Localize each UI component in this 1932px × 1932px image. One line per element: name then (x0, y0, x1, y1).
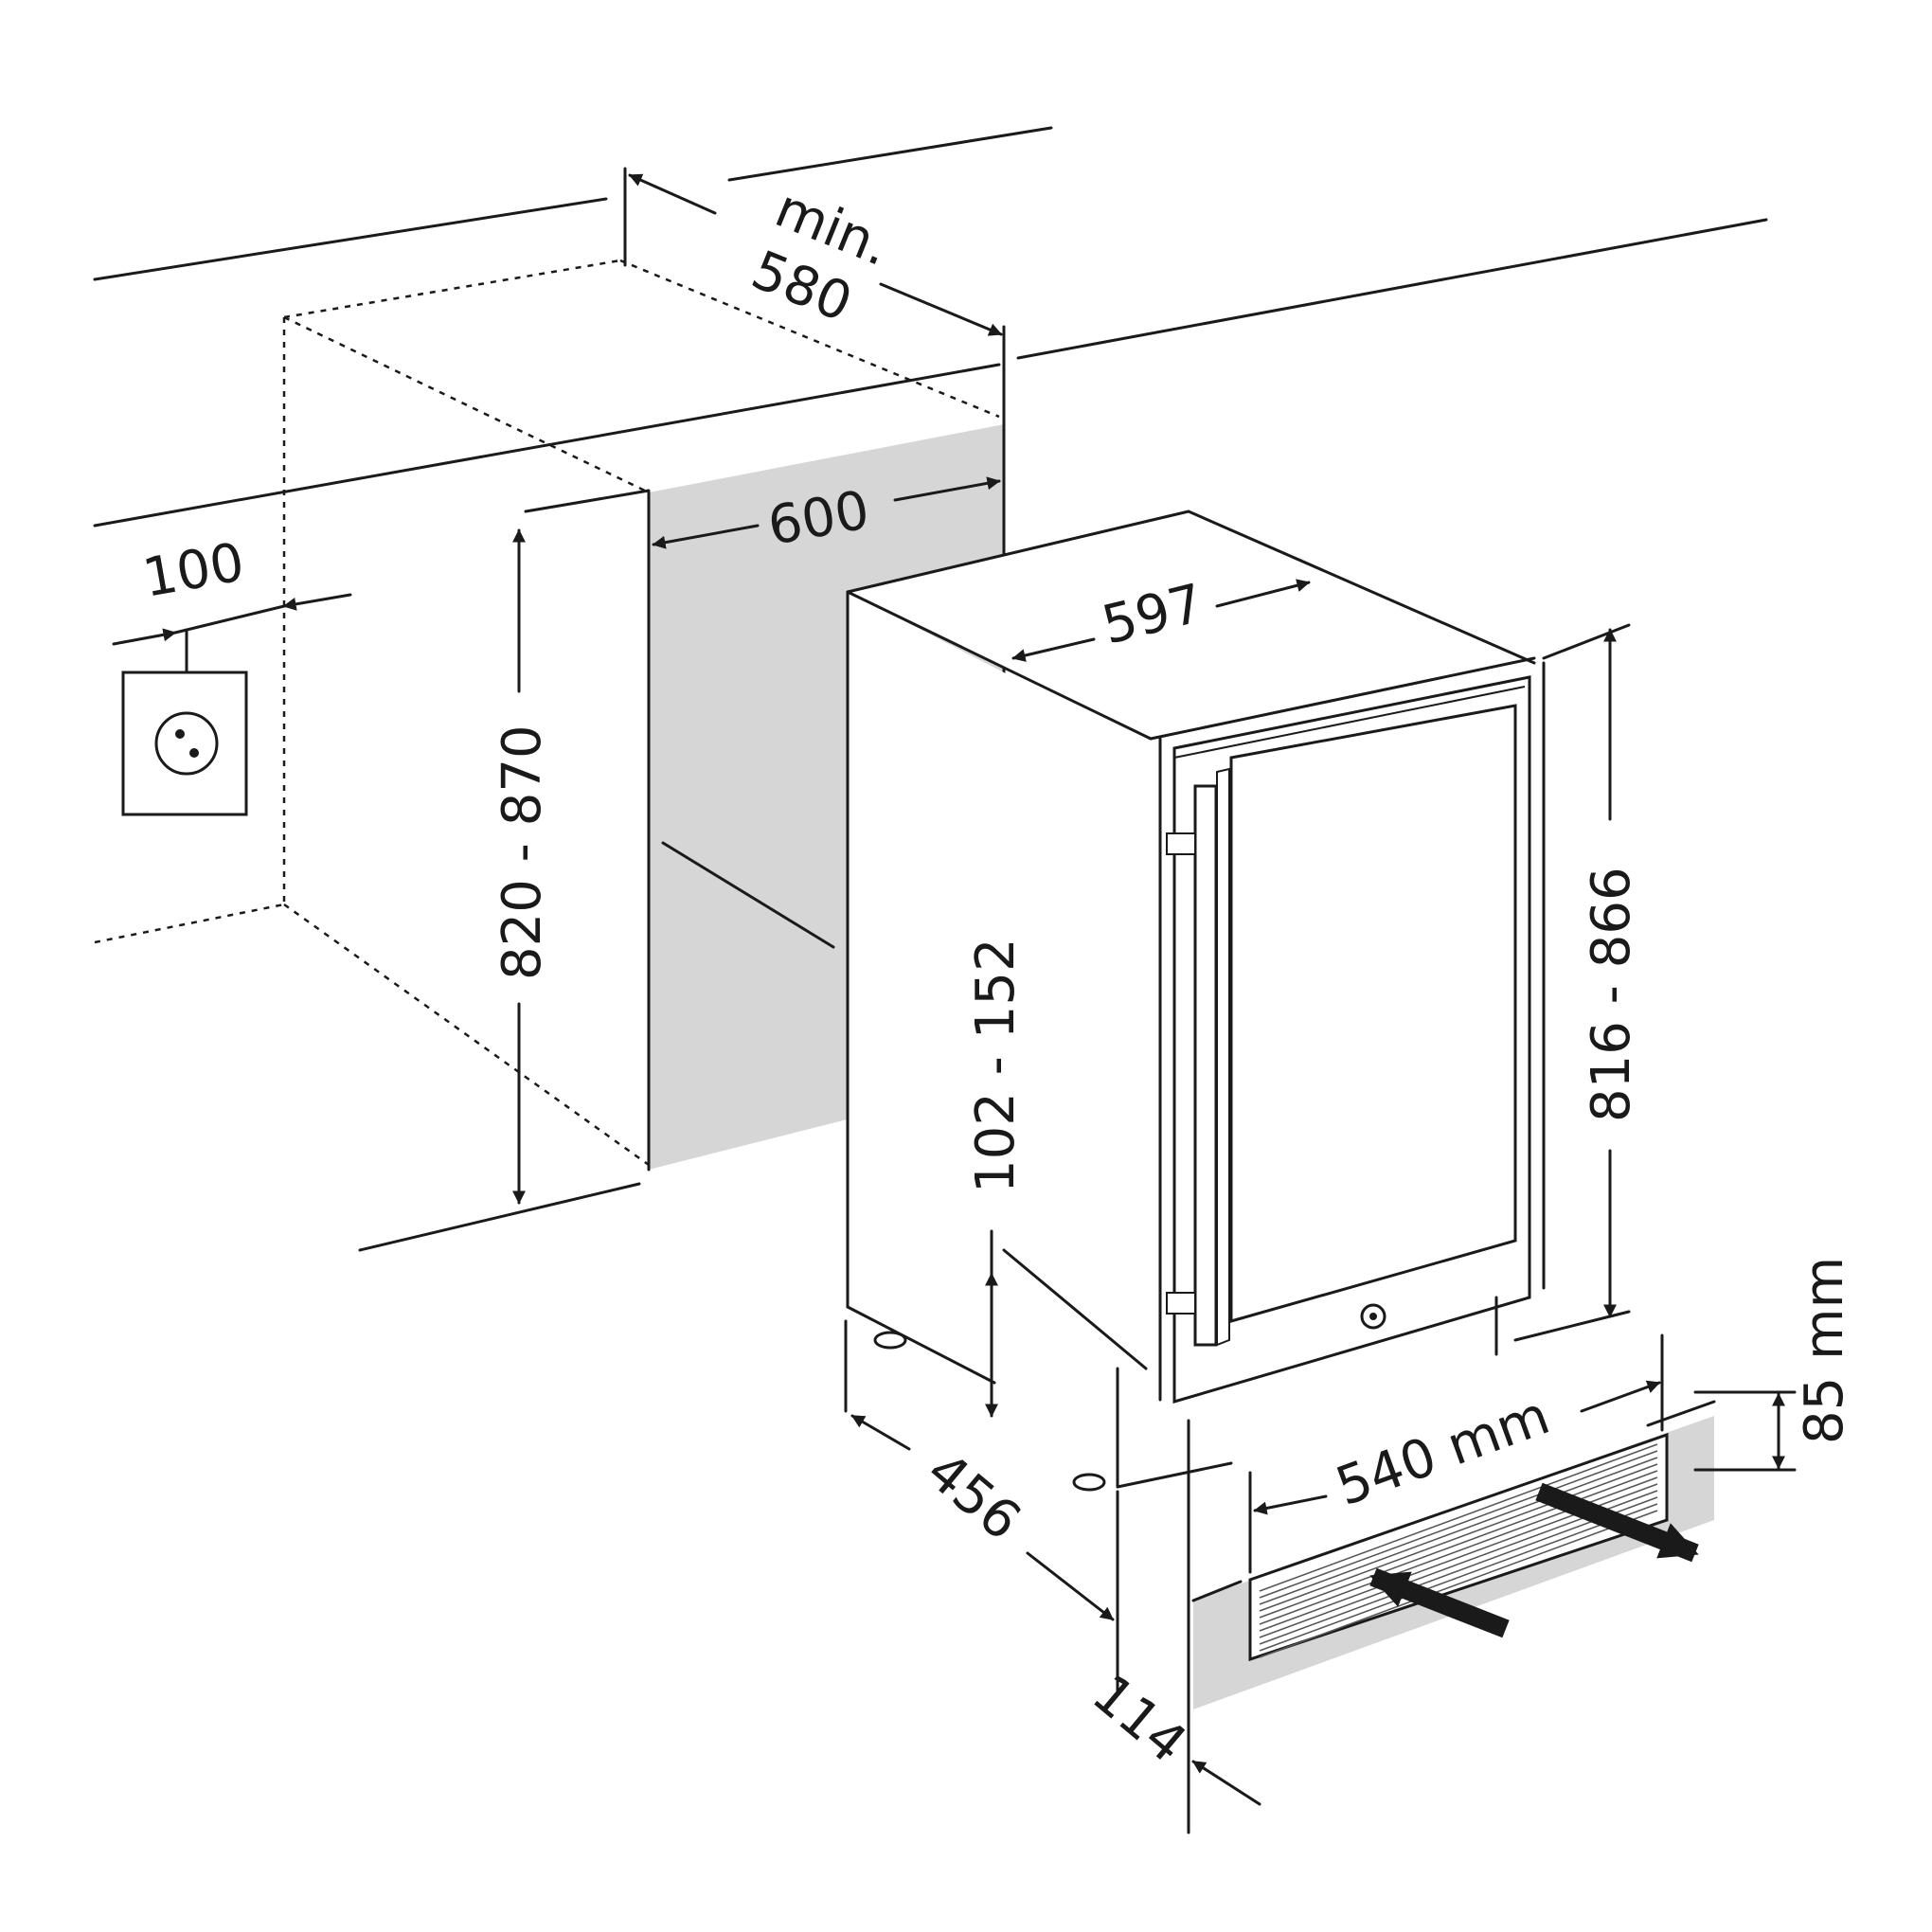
dimension-lines (112, 167, 1797, 1834)
label-plinth-height: 102 - 152 (965, 938, 1027, 1193)
label-vent-height: 85 mm (1794, 1257, 1855, 1444)
grille-slat (1259, 1457, 1658, 1605)
grille-slat (1259, 1470, 1658, 1619)
power-socket (121, 628, 248, 816)
grille-slat (1259, 1463, 1658, 1612)
label-socket-offset: 100 (138, 531, 249, 610)
grille-slat (1259, 1476, 1658, 1625)
label-appliance-height: 816 - 866 (1581, 867, 1642, 1122)
label-plinth-depth: 114 (1081, 1663, 1198, 1776)
niche-outline (94, 259, 1000, 1167)
appliance (846, 510, 1546, 1492)
label-niche-height: 820 - 870 (492, 724, 553, 980)
grille-slat (1259, 1450, 1658, 1599)
grille-slat (1259, 1510, 1658, 1658)
worktop-lines (93, 126, 1768, 1252)
grille-slat (1259, 1443, 1658, 1592)
grille-slat (1259, 1503, 1658, 1652)
